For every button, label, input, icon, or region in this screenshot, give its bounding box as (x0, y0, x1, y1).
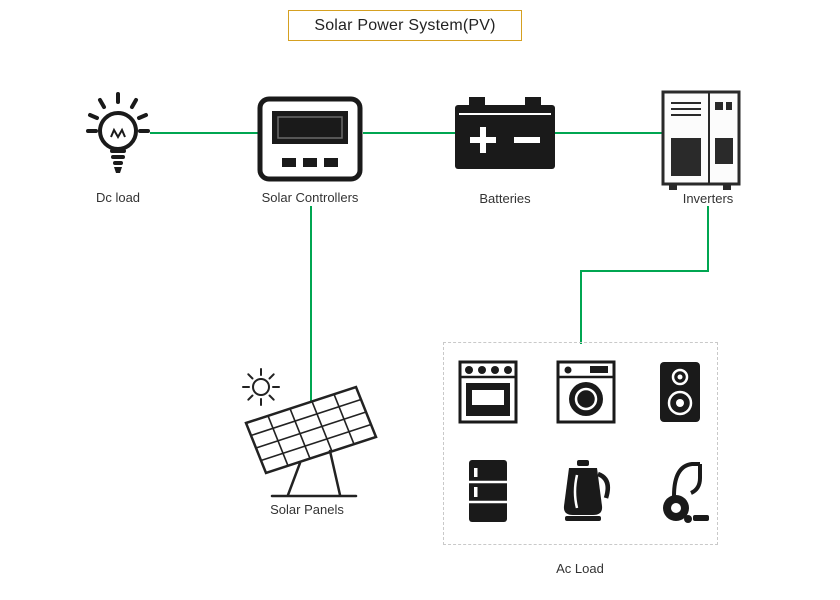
solar-panel-icon (228, 375, 380, 501)
inverter-cabinet-icon (661, 90, 741, 192)
diagram-title-box: Solar Power System(PV) (288, 10, 522, 41)
vacuum-cleaner-icon (652, 456, 710, 526)
connector-controller-battery (363, 132, 455, 134)
kettle-icon (556, 458, 614, 524)
connector-down-acload (580, 270, 582, 344)
refrigerator-icon (467, 458, 509, 524)
light-bulb-icon (86, 92, 150, 178)
batteries-label: Batteries (479, 191, 531, 206)
solar-panels-label: Solar Panels (270, 502, 344, 517)
connector-inverter-down (707, 206, 709, 272)
sun-icon (240, 366, 282, 408)
speaker-icon (658, 360, 702, 424)
washing-machine-icon (556, 360, 616, 424)
ac-load-label: Ac Load (556, 561, 604, 576)
solar-controller-icon (257, 96, 363, 182)
ac-load-box (443, 342, 718, 545)
connector-inverter-left (580, 270, 709, 272)
oven-icon (458, 360, 518, 424)
dc-load-label: Dc load (95, 190, 141, 205)
inverters-label: Inverters (682, 191, 734, 206)
connector-battery-inverter (555, 132, 662, 134)
solar-controllers-label: Solar Controllers (261, 190, 359, 205)
battery-icon (455, 97, 555, 171)
connector-dcload-controller (150, 132, 258, 134)
connector-controller-panels (310, 206, 312, 402)
diagram-title: Solar Power System(PV) (314, 16, 496, 34)
